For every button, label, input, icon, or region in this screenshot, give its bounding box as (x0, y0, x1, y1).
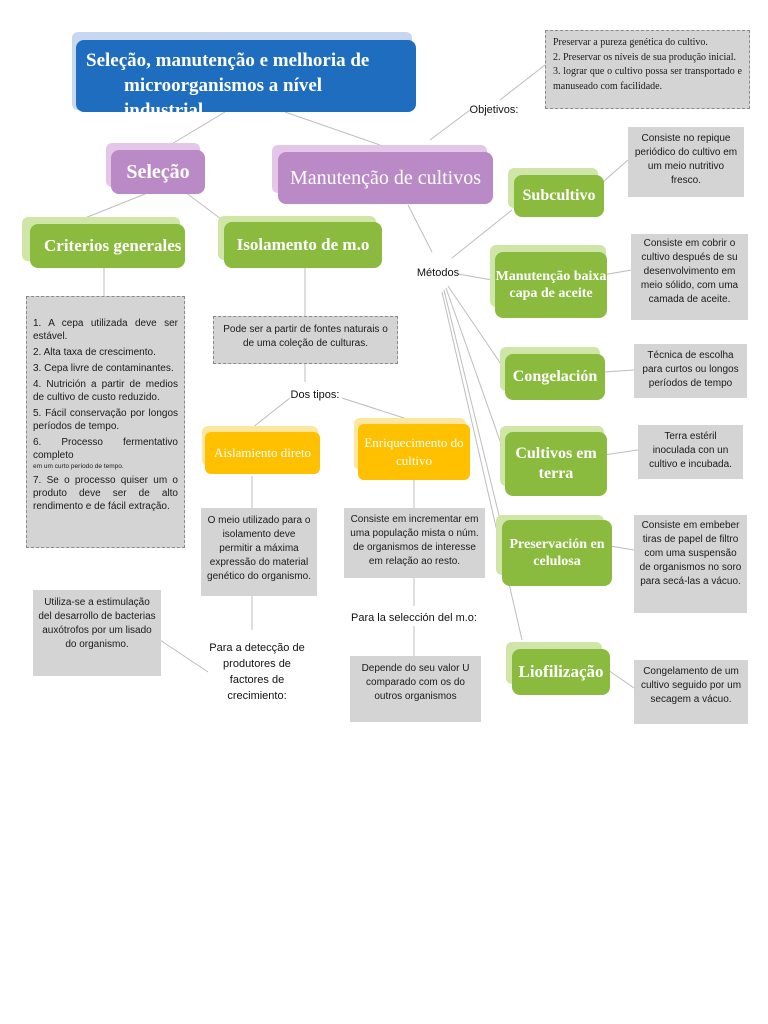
metodo-congelacion: Congelación (505, 354, 605, 400)
criterio-4: 4. Nutrición a partir de medios de culti… (33, 379, 178, 403)
title-line-2: microorganismos a nível industrial (124, 75, 323, 121)
isolamento-node: Isolamento de m.o (224, 222, 382, 268)
metodo-celulosa: Preservación en celulosa (502, 520, 612, 586)
objetivo-1: Preservar a pureza genética do cultivo. (553, 37, 708, 48)
criterio-6-cont: em um curto período de tempo. (33, 463, 124, 470)
direto-note: O meio utilizado para o isolamento deve … (201, 508, 317, 596)
enriquecimento-note: Consiste em incrementar em uma população… (344, 508, 485, 578)
metodo-liofilizacao: Liofilização (512, 649, 610, 695)
page-title: Seleção, manutenção e melhoria de microo… (76, 40, 416, 121)
deteccao-label: Para a detecção de produtores de factore… (209, 642, 305, 702)
objetivos-note: Preservar a pureza genética do cultivo. … (545, 30, 750, 109)
aceite-note: Consiste em cobrir o cultivo después de … (631, 234, 748, 320)
congelacion-note: Técnica de escolha para curtos ou longos… (634, 344, 747, 398)
selecao-node: Seleção (111, 150, 205, 194)
estimulacao-note: Utiliza-se a estimulação del desarrollo … (33, 590, 161, 676)
manutencao-node: Manutenção de cultivos (278, 152, 493, 204)
isolamento-note: Pode ser a partir de fontes naturais o d… (213, 316, 398, 364)
selection-label: Para la selección del m.o: (351, 612, 477, 624)
terra-note: Terra estéril inoculada con un cultivo e… (638, 425, 743, 479)
objetivos-label: Objetivos: (469, 104, 519, 116)
enriquecimento-node: Enriquecimento do cultivo (358, 424, 470, 480)
liofilizacao-note: Congelamento de um cultivo seguido por u… (634, 660, 748, 724)
metodo-subcultivo: Subcultivo (514, 175, 604, 217)
celulosa-note: Consiste em embeber tiras de papel de fi… (634, 515, 747, 613)
dos-tipos-label: Dos tipos: (290, 389, 340, 401)
depende-note: Depende do seu valor U comparado com os … (350, 656, 481, 722)
metodo-aceite: Manutenção baixa capa de aceite (495, 252, 607, 318)
subcultivo-note: Consiste no repique periódico do cultivo… (628, 127, 744, 197)
criterio-1: 1. A cepa utilizada deve ser estável. (33, 318, 178, 342)
criterios-list: 1. A cepa utilizada deve ser estável. 2.… (26, 296, 185, 548)
criterio-7: 7. Se o processo quiser um o produto dev… (33, 475, 178, 512)
objetivo-3: 3. lograr que o cultivo possa ser transp… (553, 66, 742, 92)
criterio-2: 2. Alta taxa de crescimento. (33, 347, 156, 358)
metodos-label: Métodos (416, 267, 460, 279)
criterio-6: 6. Processo fermentativo completo (33, 437, 178, 461)
criterio-3: 3. Cepa livre de contaminantes. (33, 363, 174, 374)
metodo-terra: Cultivos em terra (505, 432, 607, 496)
criterios-node: Criterios generales (30, 224, 185, 268)
title-line-1: Seleção, manutenção e melhoria de (86, 50, 370, 71)
objetivo-2: 2. Preservar os níveis de sua produção i… (553, 51, 737, 63)
direto-node: Aislamiento direto (205, 432, 320, 474)
criterio-5: 5. Fácil conservação por longos períodos… (33, 408, 178, 432)
